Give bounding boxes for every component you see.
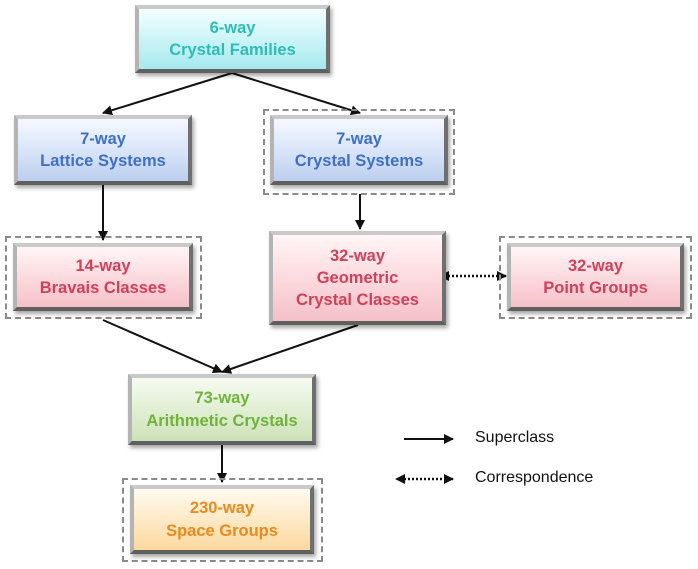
node-count: 230-way bbox=[189, 499, 255, 518]
node-arithmetic-crystals: 73-way Arithmetic Crystals bbox=[128, 374, 316, 445]
node-count: 32-way bbox=[567, 256, 624, 275]
node-space-groups: 230-way Space Groups bbox=[130, 485, 314, 554]
node-label: Crystal Systems bbox=[294, 152, 424, 170]
node-crystal-systems: 7-way Crystal Systems bbox=[270, 115, 448, 185]
node-label-cont: Crystal Classes bbox=[296, 291, 419, 310]
legend-superclass-label: Superclass bbox=[475, 429, 555, 446]
node-label: Point Groups bbox=[543, 279, 648, 297]
node-crystal-families: 6-way Crystal Families bbox=[135, 5, 330, 73]
edge-families-to-lattice bbox=[102, 72, 233, 116]
node-count: 73-way bbox=[194, 389, 250, 408]
node-label: Geometric bbox=[316, 268, 399, 287]
node-bravais-classes: 14-way Bravais Classes bbox=[13, 243, 193, 311]
node-label: Bravais Classes bbox=[39, 279, 167, 297]
edge-families-to-crystal-systems bbox=[231, 72, 361, 116]
node-label: Arithmetic Crystals bbox=[146, 411, 298, 430]
crystal-systems-frame bbox=[263, 109, 455, 195]
node-point-groups: 32-way Point Groups bbox=[507, 243, 684, 311]
legend-correspondence-label: Correspondence bbox=[475, 469, 594, 486]
node-label: Crystal Families bbox=[169, 41, 296, 59]
edge-bravais-to-arithmetic bbox=[102, 319, 223, 373]
node-count: 14-way bbox=[75, 256, 131, 275]
node-lattice-systems: 7-way Lattice Systems bbox=[14, 115, 192, 185]
node-label: Lattice Systems bbox=[40, 152, 166, 170]
node-label: Space Groups bbox=[166, 521, 278, 540]
bravais-classes-frame bbox=[5, 236, 202, 319]
node-count: 7-way bbox=[336, 129, 382, 148]
node-count: 6-way bbox=[209, 18, 256, 37]
point-groups-frame bbox=[499, 236, 692, 319]
space-groups-frame bbox=[122, 478, 323, 562]
edge-geometric-to-arithmetic bbox=[221, 324, 359, 374]
node-count: 7-way bbox=[80, 129, 126, 148]
node-count: 32-way bbox=[329, 246, 386, 265]
node-geometric-crystal-classes: 32-way Geometric Crystal Classes bbox=[269, 231, 446, 325]
